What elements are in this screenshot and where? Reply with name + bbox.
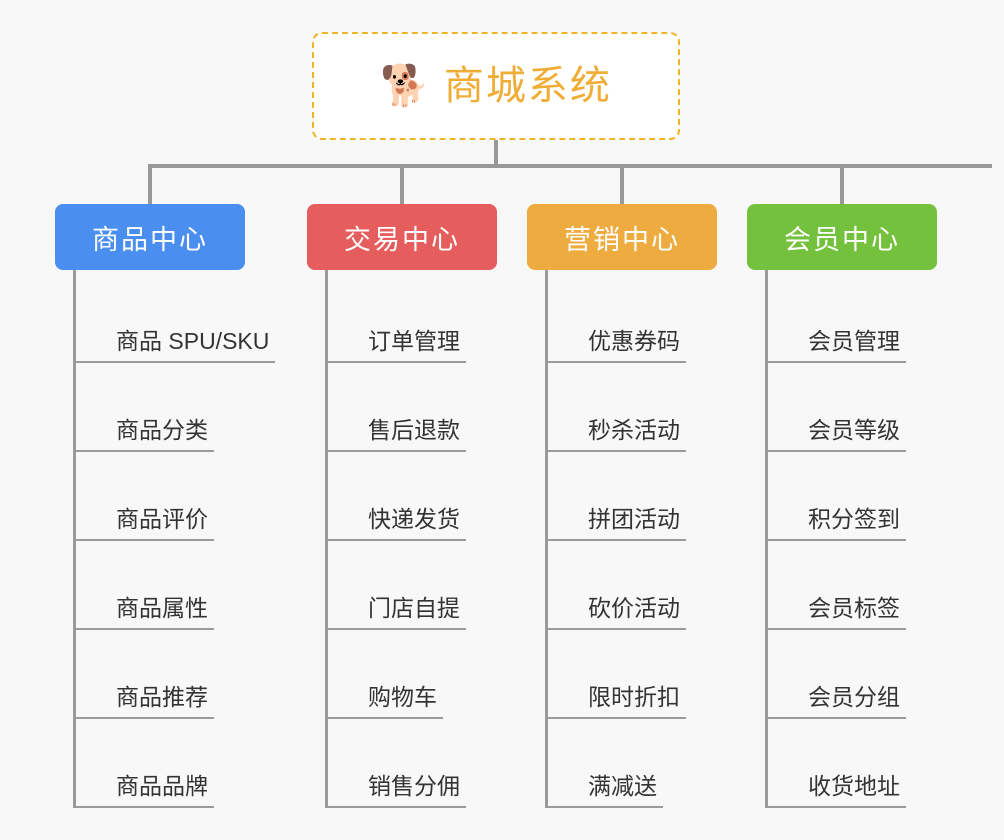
root-title: 商城系统 xyxy=(443,64,612,108)
list-item-label: 商品属性 xyxy=(110,589,214,630)
list-item[interactable]: 会员管理 xyxy=(768,274,937,363)
list-item-label: 购物车 xyxy=(362,678,443,719)
column-header-marketing-center[interactable]: 营销中心 xyxy=(527,204,717,270)
list-item[interactable]: 会员标签 xyxy=(768,541,937,630)
list-item-label: 会员管理 xyxy=(802,322,906,363)
leaf-connector xyxy=(768,450,802,452)
leaf-connector xyxy=(76,628,110,630)
list-item-label: 售后退款 xyxy=(362,411,466,452)
column-member-center: 会员中心 会员管理 会员等级 积分签到 会员标签 会员分组 收货地址 xyxy=(747,204,937,808)
list-item[interactable]: 积分签到 xyxy=(768,452,937,541)
branch-product-center: 商品 SPU/SKU 商品分类 商品评价 商品属性 商品推荐 商品品牌 xyxy=(73,270,276,808)
list-item-label: 商品评价 xyxy=(110,500,214,541)
leaf-connector xyxy=(548,539,582,541)
list-item[interactable]: 商品分类 xyxy=(76,363,245,452)
leaf-connector xyxy=(328,539,362,541)
list-item-label: 秒杀活动 xyxy=(582,411,686,452)
list-item-label: 会员等级 xyxy=(802,411,906,452)
root-node[interactable]: 🐕 商城系统 xyxy=(312,32,680,140)
list-item[interactable]: 会员分组 xyxy=(768,630,937,719)
list-item[interactable]: 商品推荐 xyxy=(76,630,245,719)
connector-root-stem xyxy=(494,140,498,168)
branch-marketing-center: 优惠券码 秒杀活动 拼团活动 砍价活动 限时折扣 满减送 xyxy=(545,270,717,808)
list-item[interactable]: 快递发货 xyxy=(328,452,497,541)
list-item-label: 商品推荐 xyxy=(110,678,214,719)
connector-drop-1 xyxy=(148,164,152,204)
list-item-label: 门店自提 xyxy=(362,589,466,630)
connector-bus xyxy=(148,164,992,168)
list-item-label: 快递发货 xyxy=(362,500,466,541)
list-item[interactable]: 满减送 xyxy=(548,719,717,808)
leaf-connector xyxy=(768,717,802,719)
leaf-connector xyxy=(548,450,582,452)
list-item-label: 优惠券码 xyxy=(582,322,686,363)
list-item-label: 满减送 xyxy=(582,767,663,808)
leaf-connector xyxy=(76,361,110,363)
list-item[interactable]: 门店自提 xyxy=(328,541,497,630)
column-header-member-center[interactable]: 会员中心 xyxy=(747,204,937,270)
leaf-connector xyxy=(548,717,582,719)
list-item-label: 商品分类 xyxy=(110,411,214,452)
connector-drop-3 xyxy=(620,164,624,204)
list-item-label: 收货地址 xyxy=(802,767,906,808)
column-marketing-center: 营销中心 优惠券码 秒杀活动 拼团活动 砍价活动 限时折扣 满减送 xyxy=(527,204,717,808)
leaf-connector xyxy=(768,539,802,541)
list-item[interactable]: 售后退款 xyxy=(328,363,497,452)
list-item-label: 会员分组 xyxy=(802,678,906,719)
leaf-connector xyxy=(76,539,110,541)
leaf-connector xyxy=(76,806,110,808)
list-item-label: 销售分佣 xyxy=(362,767,466,808)
column-header-trade-center[interactable]: 交易中心 xyxy=(307,204,497,270)
list-item[interactable]: 优惠券码 xyxy=(548,274,717,363)
leaf-connector xyxy=(768,806,802,808)
list-item[interactable]: 商品 SPU/SKU xyxy=(76,274,276,363)
leaf-connector xyxy=(328,806,362,808)
connector-drop-4 xyxy=(840,164,844,204)
connector-drop-2 xyxy=(400,164,404,204)
leaf-connector xyxy=(328,717,362,719)
list-item[interactable]: 购物车 xyxy=(328,630,497,719)
list-item-label: 砍价活动 xyxy=(582,589,686,630)
column-trade-center: 交易中心 订单管理 售后退款 快递发货 门店自提 购物车 销售分佣 xyxy=(307,204,497,808)
branch-member-center: 会员管理 会员等级 积分签到 会员标签 会员分组 收货地址 xyxy=(765,270,937,808)
list-item[interactable]: 商品属性 xyxy=(76,541,245,630)
leaf-connector xyxy=(548,361,582,363)
list-item-label: 订单管理 xyxy=(362,322,466,363)
list-item[interactable]: 会员等级 xyxy=(768,363,937,452)
list-item[interactable]: 订单管理 xyxy=(328,274,497,363)
list-item[interactable]: 商品品牌 xyxy=(76,719,245,808)
list-item-label: 商品 SPU/SKU xyxy=(110,322,276,363)
leaf-connector xyxy=(328,628,362,630)
shiba-dog-face-icon: 🐕 xyxy=(380,64,430,108)
leaf-connector xyxy=(76,717,110,719)
list-item-label: 积分签到 xyxy=(802,500,906,541)
list-item-label: 商品品牌 xyxy=(110,767,214,808)
list-item[interactable]: 销售分佣 xyxy=(328,719,497,808)
leaf-connector xyxy=(548,628,582,630)
list-item[interactable]: 商品评价 xyxy=(76,452,245,541)
branch-trade-center: 订单管理 售后退款 快递发货 门店自提 购物车 销售分佣 xyxy=(325,270,497,808)
list-item[interactable]: 限时折扣 xyxy=(548,630,717,719)
leaf-connector xyxy=(548,806,582,808)
list-item[interactable]: 拼团活动 xyxy=(548,452,717,541)
list-item-label: 限时折扣 xyxy=(582,678,686,719)
list-item[interactable]: 砍价活动 xyxy=(548,541,717,630)
list-item[interactable]: 收货地址 xyxy=(768,719,937,808)
column-product-center: 商品中心 商品 SPU/SKU 商品分类 商品评价 商品属性 商品推荐 商品品牌 xyxy=(55,204,276,808)
leaf-connector xyxy=(76,450,110,452)
leaf-connector xyxy=(328,450,362,452)
list-item-label: 会员标签 xyxy=(802,589,906,630)
list-item-label: 拼团活动 xyxy=(582,500,686,541)
column-header-product-center[interactable]: 商品中心 xyxy=(55,204,245,270)
leaf-connector xyxy=(768,361,802,363)
leaf-connector xyxy=(328,361,362,363)
list-item[interactable]: 秒杀活动 xyxy=(548,363,717,452)
leaf-connector xyxy=(768,628,802,630)
